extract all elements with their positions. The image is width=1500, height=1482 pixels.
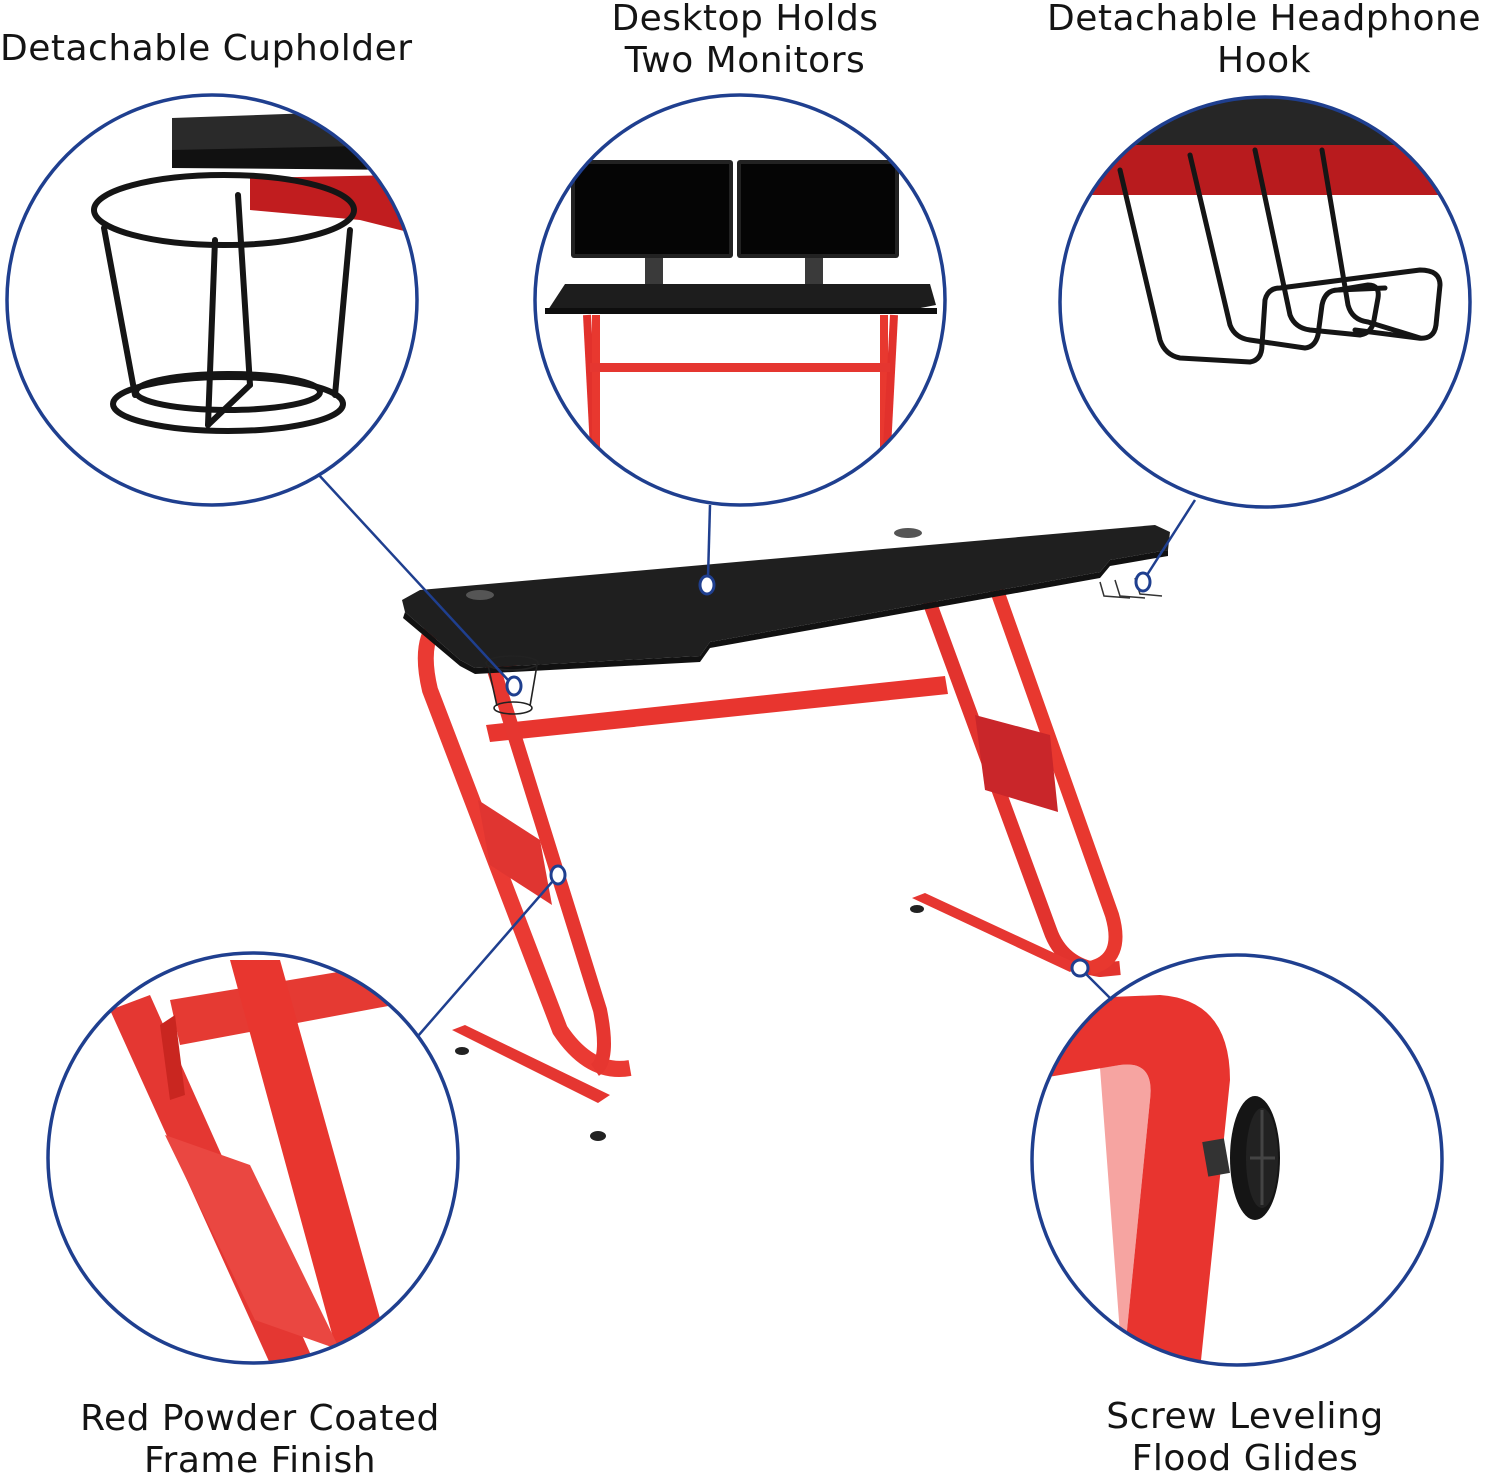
detail-monitors [533,93,947,596]
callout-label-leveling-glides: Screw Leveling Flood Glides [1080,1396,1410,1480]
callout-label-headphone-hook: Detachable Headphone Hook [1028,0,1500,82]
label-line: Frame Finish [143,1440,377,1481]
label-line: Desktop Holds [611,0,879,39]
callout-label-cupholder: Detachable Cupholder [0,28,445,70]
detail-frame-finish [46,864,567,1365]
callout-dot [1134,571,1152,593]
label-line: Detachable Headphone [1047,0,1481,39]
callout-label-monitors: Desktop Holds Two Monitors [585,0,905,82]
label-line: Two Monitors [624,40,866,81]
detail-headphone-hook [1058,95,1472,593]
label-line: Detachable Cupholder [0,28,413,69]
label-line: Red Powder Coated [80,1398,440,1439]
callout-label-frame-finish: Red Powder Coated Frame Finish [40,1398,480,1482]
callout-dot [698,574,716,596]
callout-dot [505,675,523,697]
detail-leveling-glides [1030,953,1444,1367]
desk-main [402,525,1170,1141]
label-line: Hook [1217,40,1311,81]
callout-dot [549,864,567,886]
label-line: Screw Leveling [1106,1396,1384,1437]
callout-ring [1058,95,1472,509]
callout-ring [5,93,419,507]
callout-ring [1030,953,1444,1367]
label-line: Flood Glides [1131,1438,1359,1479]
callout-dot [1070,958,1090,978]
callout-ring [533,93,947,507]
callout-ring [46,951,460,1365]
